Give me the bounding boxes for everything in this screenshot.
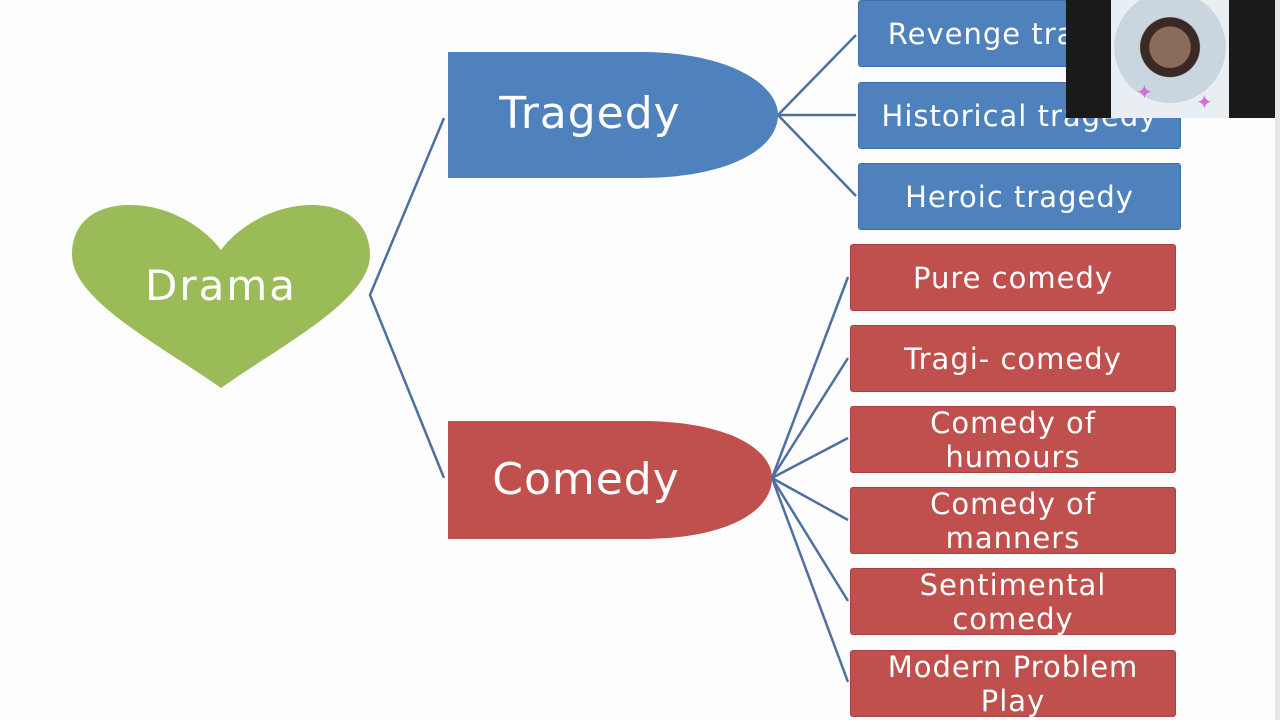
leaf-heroic-tragedy-label: Heroic tragedy xyxy=(905,179,1134,214)
connector-comedy-problem xyxy=(770,477,850,683)
leaf-tragi-comedy: Tragi- comedy xyxy=(850,325,1176,392)
leaf-comedy-of-humours: Comedy of humours xyxy=(850,405,1176,474)
leaf-modern-problem-play: Modern Problem Play xyxy=(850,649,1176,718)
sparkle-icon: ✦ xyxy=(1196,90,1213,114)
tragedy-label: Tragedy xyxy=(498,88,680,139)
leaf-comedy-of-manners: Comedy of manners xyxy=(850,486,1176,555)
leaf-sentimental-comedy-label: Sentimental comedy xyxy=(919,567,1107,636)
connector-comedy-humours xyxy=(771,436,849,480)
presenter-webcam: ✦ ✦ xyxy=(1066,0,1275,118)
connector-comedy-manners xyxy=(771,476,849,522)
connector-tragedy-heroic xyxy=(777,114,857,197)
connector-comedy-tragi xyxy=(770,357,850,479)
leaf-modern-problem-play-label: Modern Problem Play xyxy=(887,649,1139,718)
connector-tragedy-revenge xyxy=(777,34,857,116)
connector-drama-tragedy xyxy=(368,117,446,479)
leaf-tragi-comedy-label: Tragi- comedy xyxy=(904,341,1122,376)
leaf-pure-comedy-label: Pure comedy xyxy=(912,260,1114,295)
connector-comedy-sentimental xyxy=(770,477,850,602)
connector-lines xyxy=(368,34,857,683)
leaf-heroic-tragedy: Heroic tragedy xyxy=(858,163,1181,230)
comedy-label: Comedy xyxy=(492,454,680,505)
drama-heart-shape xyxy=(72,205,370,388)
leaf-comedy-of-manners-label: Comedy of manners xyxy=(930,486,1096,555)
comedy-node-shape xyxy=(448,421,772,539)
connector-comedy-pure xyxy=(770,276,850,479)
leaf-sentimental-comedy: Sentimental comedy xyxy=(850,567,1176,636)
tragedy-node-shape xyxy=(448,52,778,178)
leaf-pure-comedy: Pure comedy xyxy=(850,244,1176,311)
drama-label: Drama xyxy=(145,261,297,310)
edge-strip xyxy=(1275,0,1280,720)
leaf-comedy-of-humours-label: Comedy of humours xyxy=(930,405,1096,474)
presenter-photo xyxy=(1111,0,1229,118)
leaf-historical-tragedy: Historical tragedy xyxy=(858,82,1181,149)
sparkle-icon: ✦ xyxy=(1136,80,1153,104)
